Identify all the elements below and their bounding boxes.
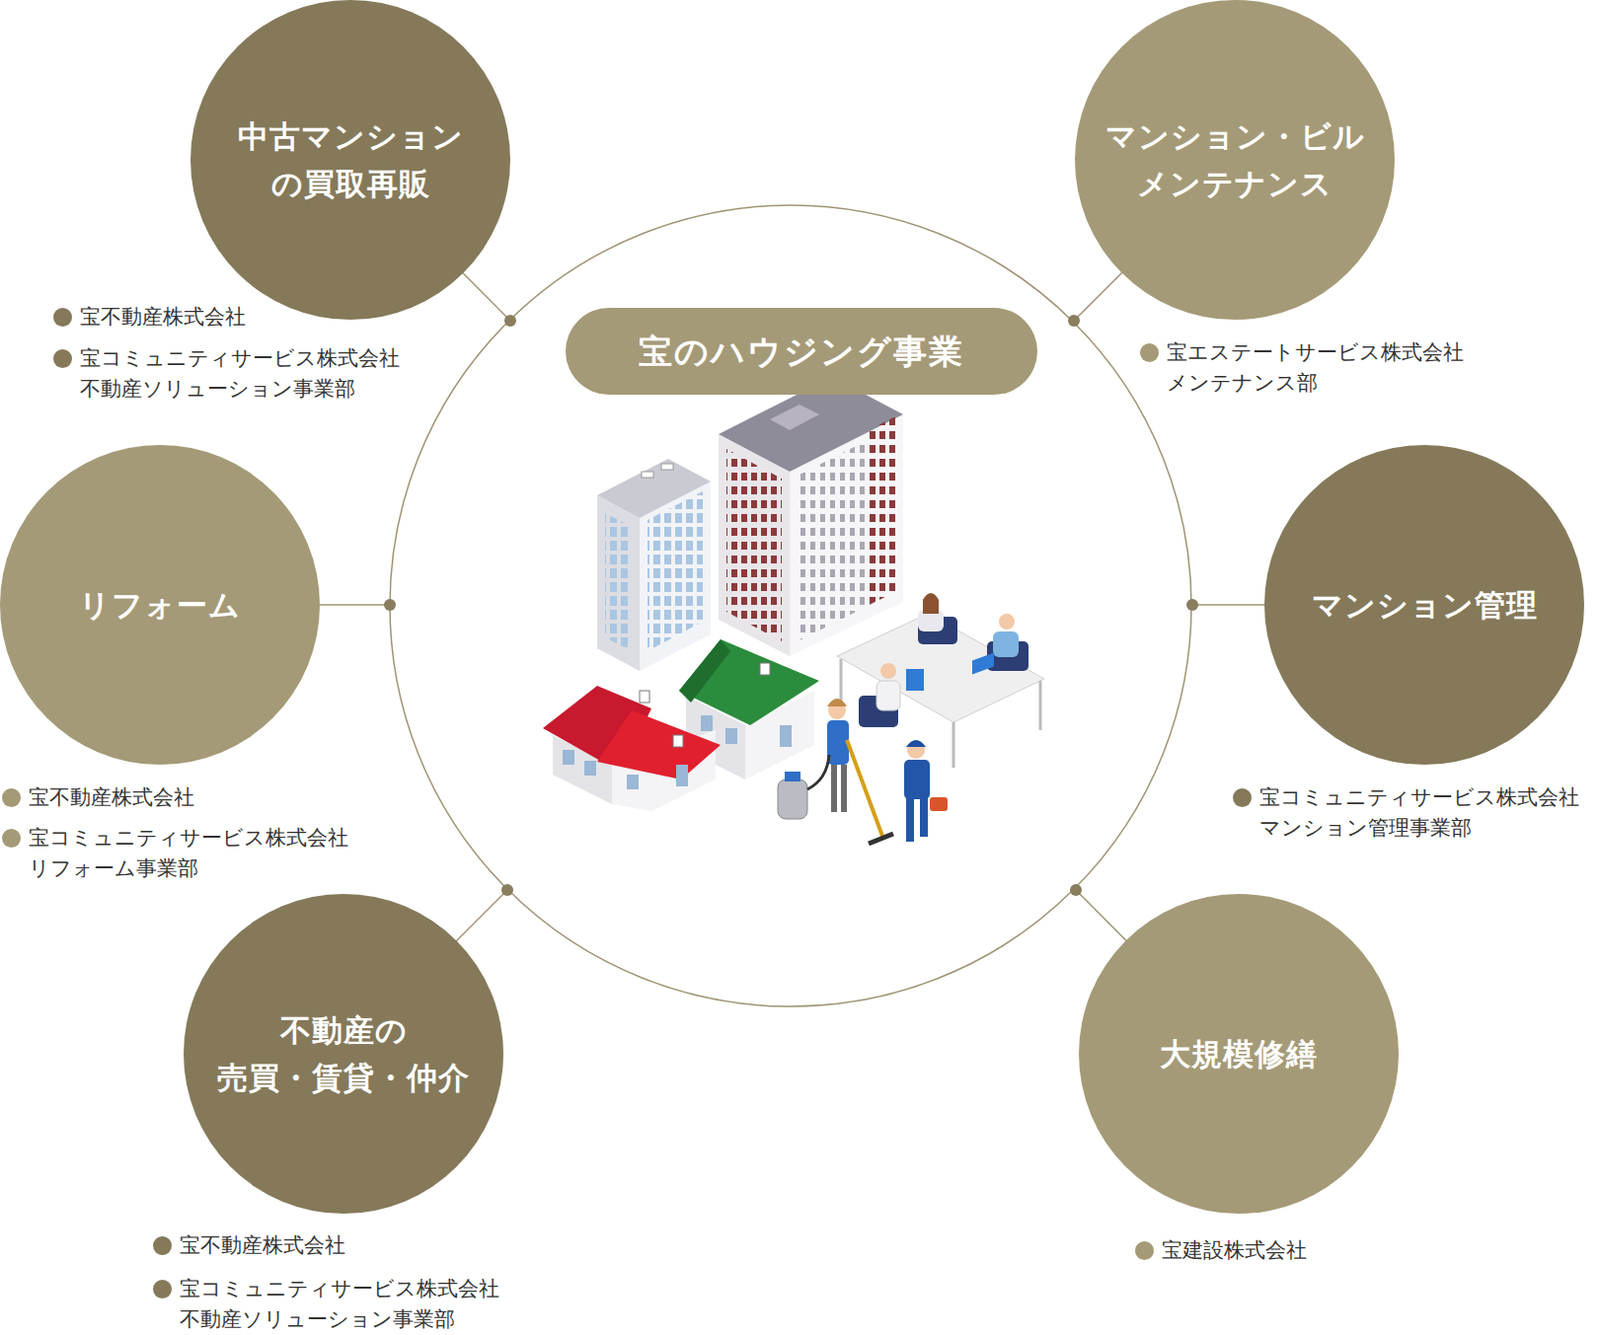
company-name: 宝コミュニティサービス株式会社不動産ソリューション事業部 xyxy=(179,1274,500,1335)
company-name: 宝建設株式会社 xyxy=(1161,1235,1307,1267)
company-item: 宝コミュニティサービス株式会社マンション管理事業部 xyxy=(1232,782,1580,844)
ring-dot xyxy=(1069,884,1082,897)
bullet-dot xyxy=(1140,343,1159,363)
title-band: 宝のハウジング事業 xyxy=(565,307,1038,395)
ring-dot xyxy=(1067,314,1080,327)
company-name: 宝コミュニティサービス株式会社リフォーム事業部 xyxy=(28,823,349,885)
bullet-dot xyxy=(53,307,73,327)
node-text: マンション管理 xyxy=(1311,581,1538,629)
company-name: 宝コミュニティサービス株式会社マンション管理事業部 xyxy=(1259,782,1580,844)
bullet-dot xyxy=(152,1280,172,1299)
company-item: 宝エステートサービス株式会社メンテナンス部 xyxy=(1140,337,1464,399)
node-text: 不動産の売買・賃貸・仲介 xyxy=(217,1006,470,1102)
business-circle: マンション・ビルメンテナンス xyxy=(1074,0,1395,320)
bullet-dot xyxy=(1232,788,1252,808)
company-name: 宝不動産株式会社 xyxy=(179,1230,346,1262)
bullet-dot xyxy=(53,349,73,369)
main-ring xyxy=(389,205,1192,1007)
ring-dot xyxy=(383,599,396,611)
ring-dot xyxy=(504,314,517,327)
company-item: 宝建設株式会社 xyxy=(1135,1235,1307,1267)
ring-dot xyxy=(501,884,514,897)
company-item: 宝コミュニティサービス株式会社リフォーム事業部 xyxy=(1,823,349,885)
business-circle: マンション管理 xyxy=(1264,445,1585,765)
node-text: 中古マンションの買取再販 xyxy=(237,112,464,208)
node-text: 宝のハウジング事業 xyxy=(638,331,965,373)
node-text: マンション・ビルメンテナンス xyxy=(1105,112,1366,208)
bullet-dot xyxy=(1,788,21,808)
bullet-dot xyxy=(152,1236,172,1256)
company-name: 宝コミュニティサービス株式会社不動産ソリューション事業部 xyxy=(79,343,400,405)
node-text: 大規模修繕 xyxy=(1159,1030,1318,1078)
company-item: 宝不動産株式会社 xyxy=(1,782,195,814)
company-item: 宝コミュニティサービス株式会社不動産ソリューション事業部 xyxy=(152,1274,500,1335)
company-name: 宝不動産株式会社 xyxy=(28,782,195,814)
company-name: 宝エステートサービス株式会社メンテナンス部 xyxy=(1166,337,1464,399)
company-name: 宝不動産株式会社 xyxy=(79,302,246,333)
business-circle: 大規模修繕 xyxy=(1078,894,1399,1215)
company-item: 宝不動産株式会社 xyxy=(152,1230,346,1262)
ring-dots xyxy=(383,314,1199,897)
node-text: リフォーム xyxy=(78,581,241,629)
ring-dot xyxy=(1186,599,1199,611)
company-item: 宝不動産株式会社 xyxy=(53,302,246,333)
business-circle: 不動産の売買・賃貸・仲介 xyxy=(183,894,504,1215)
business-circle: リフォーム xyxy=(0,445,320,765)
business-circle: 中古マンションの買取再販 xyxy=(190,0,511,320)
company-item: 宝コミュニティサービス株式会社不動産ソリューション事業部 xyxy=(53,343,400,405)
illustration xyxy=(542,377,1045,844)
bullet-dot xyxy=(1,829,21,848)
bullet-dot xyxy=(1135,1241,1154,1261)
